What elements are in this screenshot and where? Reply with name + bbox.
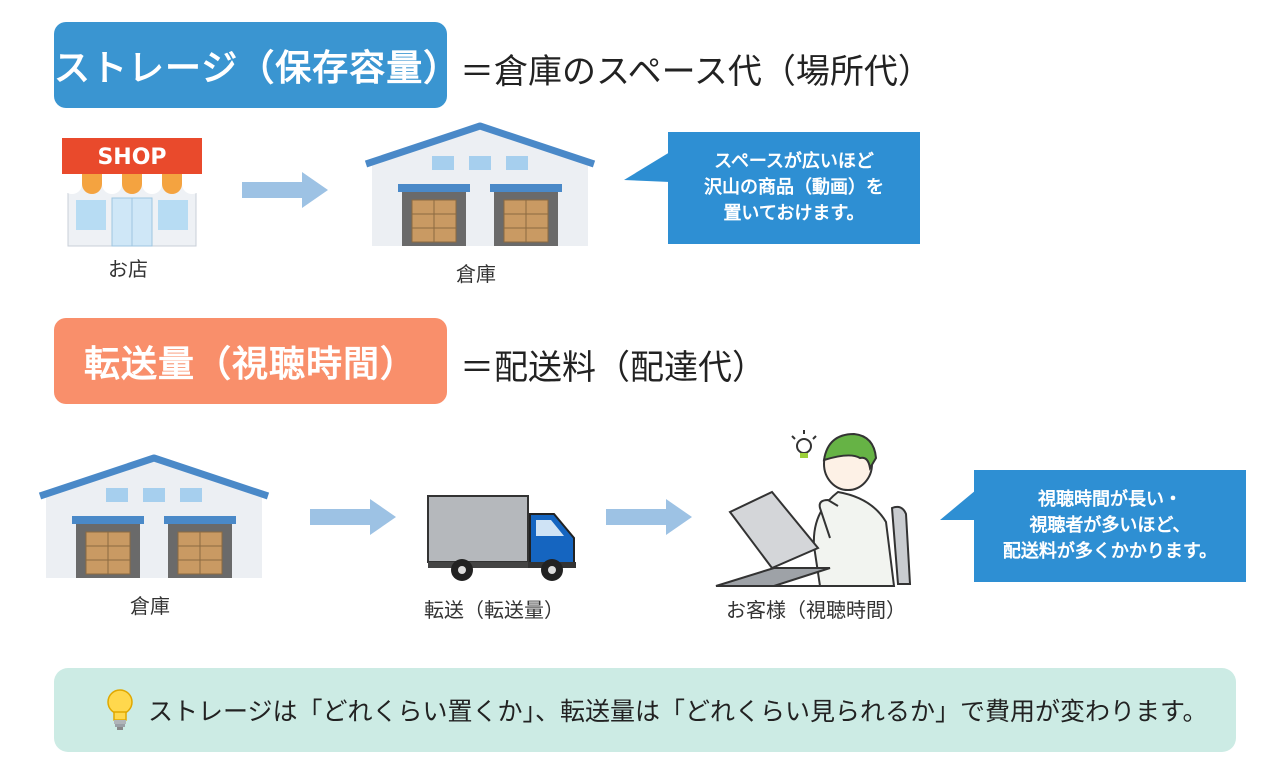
summary-text: ストレージは「どれくらい置くか」、転送量は「どれくらい見られるか」で費用が変わり…	[148, 697, 1208, 726]
transfer-label: 転送量（視聴時間）	[54, 318, 447, 404]
shop-illustration: SHOP	[62, 138, 202, 248]
transfer-equation: ＝配送料（配達代）	[460, 348, 766, 388]
bubble-tail	[940, 490, 976, 522]
arrow-right-icon	[606, 499, 692, 535]
lightbulb-icon	[106, 688, 134, 732]
bubble-line: 沢山の商品（動画）を	[704, 177, 884, 198]
storage-label: ストレージ（保存容量）	[54, 22, 459, 108]
arrow-right-icon	[242, 172, 328, 208]
truck-illustration	[424, 494, 580, 586]
idea-icon	[791, 430, 817, 458]
storage-equation: ＝倉庫のスペース代（場所代）	[460, 52, 932, 92]
storage-speech-bubble: スペースが広いほど 沢山の商品（動画）を 置いておけます。	[668, 132, 920, 244]
shop-sign-text: SHOP	[97, 145, 166, 170]
bubble-line: 視聴時間が長い・	[1038, 489, 1182, 510]
warehouse-caption: 倉庫	[456, 262, 496, 286]
warehouse-caption: 倉庫	[130, 594, 170, 618]
warehouse-illustration	[36, 454, 272, 580]
transfer-speech-bubble: 視聴時間が長い・ 視聴者が多いほど、 配送料が多くかかります。	[974, 470, 1246, 582]
truck-caption: 転送（転送量）	[424, 598, 564, 622]
arrow-right-icon	[310, 499, 396, 535]
customer-illustration	[712, 426, 926, 588]
warehouse-illustration	[362, 122, 598, 248]
bubble-tail	[624, 152, 670, 184]
bubble-line: 配送料が多くかかります。	[1002, 541, 1218, 562]
customer-caption: お客様（視聴時間）	[726, 598, 906, 622]
shop-caption: お店	[108, 257, 148, 281]
bubble-line: スペースが広いほど	[714, 151, 874, 172]
summary-note: ストレージは「どれくらい置くか」、転送量は「どれくらい見られるか」で費用が変わり…	[54, 668, 1236, 752]
bubble-line: 視聴者が多いほど、	[1029, 515, 1191, 536]
bubble-line: 置いておけます。	[723, 203, 865, 224]
